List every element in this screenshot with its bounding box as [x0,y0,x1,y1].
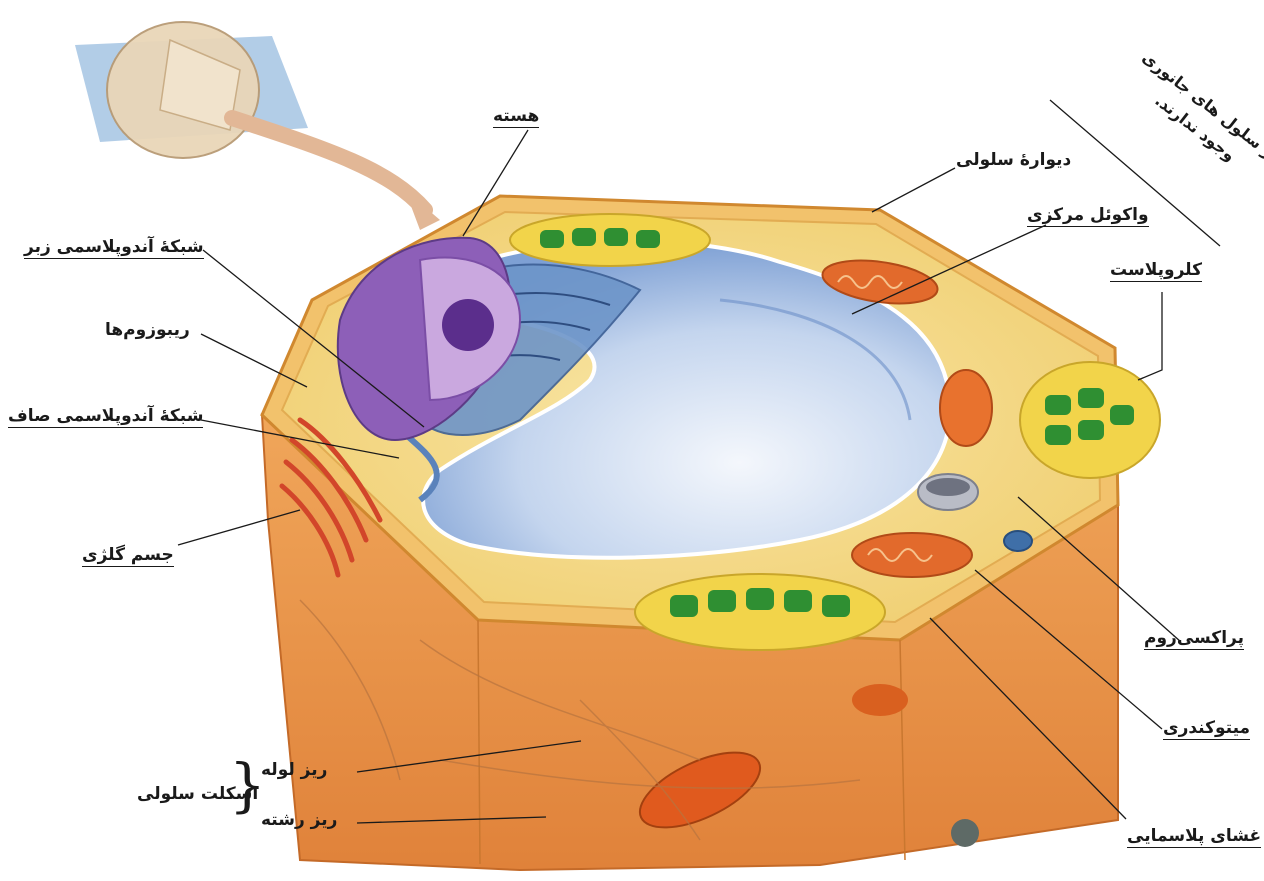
label-mitochondrion: میتوکندری [1163,718,1250,740]
label-nucleus: هسته [493,106,539,128]
label-peroxisome: پراکسی‌زوم [1144,628,1244,650]
label-chloroplast: کلروپلاست [1110,260,1202,282]
label-rough-er: شبکهٔ آندوپلاسمی زبر [24,237,204,259]
label-microfilament: ریز رشته [261,810,337,830]
cytoskeleton-brace: } [229,756,266,814]
label-smooth-er: شبکهٔ آندوپلاسمی صاف [8,406,203,428]
label-cell-wall: دیوارهٔ سلولی [956,150,1071,170]
inset-cell [75,22,440,230]
label-plasma-membrane: غشای پلاسمایی [1127,826,1261,848]
label-ribosomes: ریبوزوم‌ها [105,320,190,340]
label-golgi: جسم گلژی [82,545,174,567]
label-microtubule: ریز لوله [261,760,327,780]
label-central-vacuole: واکوئل مرکزی [1027,205,1149,227]
